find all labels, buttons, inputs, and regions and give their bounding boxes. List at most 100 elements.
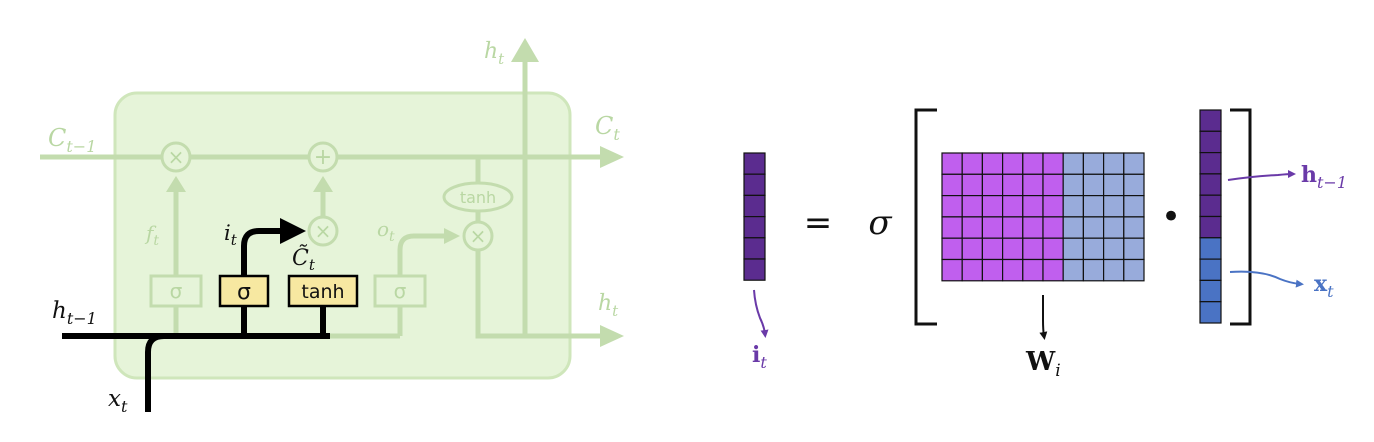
weight-cell: [961, 152, 984, 175]
forget-gate-box: [149, 274, 203, 308]
weight-cell: [1001, 216, 1024, 239]
tanh-output-label: tanh: [460, 188, 496, 207]
weight-cell: [961, 216, 984, 239]
weight-cell: [1102, 258, 1125, 282]
h-prev-cell: [1199, 215, 1222, 239]
weight-cell: [981, 216, 1004, 239]
weight-cell: [981, 152, 1004, 175]
weight-cell: [1062, 258, 1084, 282]
i-t-cell: [743, 258, 766, 281]
weight-pointer: [1039, 295, 1048, 340]
h-top-label: ht: [484, 39, 505, 68]
weight-cell: [1102, 195, 1125, 218]
weight-cell: [1082, 216, 1105, 239]
sigma-function: σ: [868, 203, 892, 243]
i-t-label: it: [752, 342, 767, 372]
right-bracket: [1230, 108, 1252, 326]
weight-cell: [1022, 152, 1044, 175]
weight-cell: [1102, 237, 1125, 261]
weight-cell: [1001, 237, 1024, 261]
h-prev-pointer: [1227, 170, 1296, 181]
weight-cell: [1001, 258, 1024, 282]
weight-cell: [1042, 195, 1064, 218]
faded-arrowheads: [166, 38, 624, 347]
x-eq-label: xt: [1314, 271, 1334, 301]
forget-gate-sigma: σ: [170, 279, 183, 303]
weight-cell: [1042, 173, 1064, 197]
weight-cell: [1042, 258, 1064, 282]
weight-cell: [1001, 152, 1024, 175]
weight-cell: [1082, 195, 1105, 218]
x-pointer: [1229, 270, 1304, 288]
h-prev-cell: [1199, 173, 1222, 196]
weight-cell: [1042, 216, 1064, 239]
weight-cell: [961, 173, 984, 197]
c-tilde-label: C̃t: [292, 245, 316, 274]
dot-operator: •: [1161, 197, 1181, 237]
h-prev-label: ht−1: [52, 298, 97, 328]
weight-cell: [961, 195, 984, 218]
weight-cell: [1123, 258, 1145, 282]
lstm-cell-diagram: × + × × tanh σ σ Ct−1 Ct ht ht ft ot: [40, 38, 624, 416]
i-t-vector: [743, 152, 766, 281]
i-t-cell: [743, 216, 766, 239]
input-gate-box: [218, 274, 270, 308]
weight-cell: [1001, 195, 1024, 218]
i-t-cell: [743, 173, 766, 196]
x-label: xt: [108, 386, 128, 416]
weight-cell: [1001, 173, 1024, 197]
weight-cell: [1123, 173, 1145, 197]
forget-multiply-op: [160, 141, 192, 173]
faded-connections: [40, 60, 600, 339]
weight-cell: [941, 195, 963, 218]
x-cell: [1199, 279, 1222, 303]
weight-cell: [1123, 216, 1145, 239]
weight-cell: [1062, 237, 1084, 261]
i-t-cell: [743, 194, 766, 218]
candidate-tanh-label: tanh: [301, 281, 344, 303]
weight-cell: [941, 152, 963, 175]
input-gate-sigma: σ: [237, 280, 251, 305]
h-prev-cell: [1199, 194, 1222, 218]
faded-labels: Ct−1 Ct ht ht ft ot: [48, 39, 620, 320]
faded-operators: × + × × tanh: [160, 141, 514, 252]
left-bracket: [914, 108, 937, 326]
weight-cell: [941, 237, 963, 261]
i-t-pointer: [753, 289, 769, 338]
o-label: ot: [377, 217, 395, 245]
weight-cell: [1062, 152, 1084, 175]
input-multiply-symbol: ×: [315, 219, 332, 243]
weight-cell: [1102, 173, 1125, 197]
weight-cell: [1042, 237, 1064, 261]
weight-cell: [1022, 258, 1044, 282]
tanh-output-op: [442, 181, 514, 213]
x-cell: [1199, 301, 1222, 324]
weight-cell: [941, 173, 963, 197]
output-multiply-op: [462, 220, 494, 252]
output-gate-box: [373, 274, 427, 308]
weight-cell: [941, 216, 963, 239]
weight-cell: [1062, 195, 1084, 218]
output-gate-sigma: σ: [394, 279, 407, 303]
output-multiply-symbol: ×: [470, 224, 487, 248]
weight-label: Wi: [1025, 347, 1061, 381]
c-label: Ct: [595, 112, 620, 144]
h-right-label: ht: [598, 291, 619, 320]
weight-cell: [1022, 237, 1044, 261]
weight-matrix: [941, 152, 1145, 282]
i-t-cell: [743, 152, 766, 175]
weight-cell: [961, 237, 984, 261]
weight-cell: [981, 258, 1004, 282]
add-op: [307, 141, 339, 173]
candidate-tanh-box: [287, 274, 359, 308]
weight-cell: [1123, 152, 1145, 175]
weight-cell: [961, 258, 984, 282]
input-multiply-op: [307, 215, 339, 247]
equals-sign: =: [804, 203, 833, 243]
x-cell: [1199, 258, 1222, 282]
weight-cell: [1062, 173, 1084, 197]
weight-cell: [981, 237, 1004, 261]
weight-cell: [1062, 216, 1084, 239]
weight-cell: [1082, 237, 1105, 261]
weight-cell: [1022, 173, 1044, 197]
